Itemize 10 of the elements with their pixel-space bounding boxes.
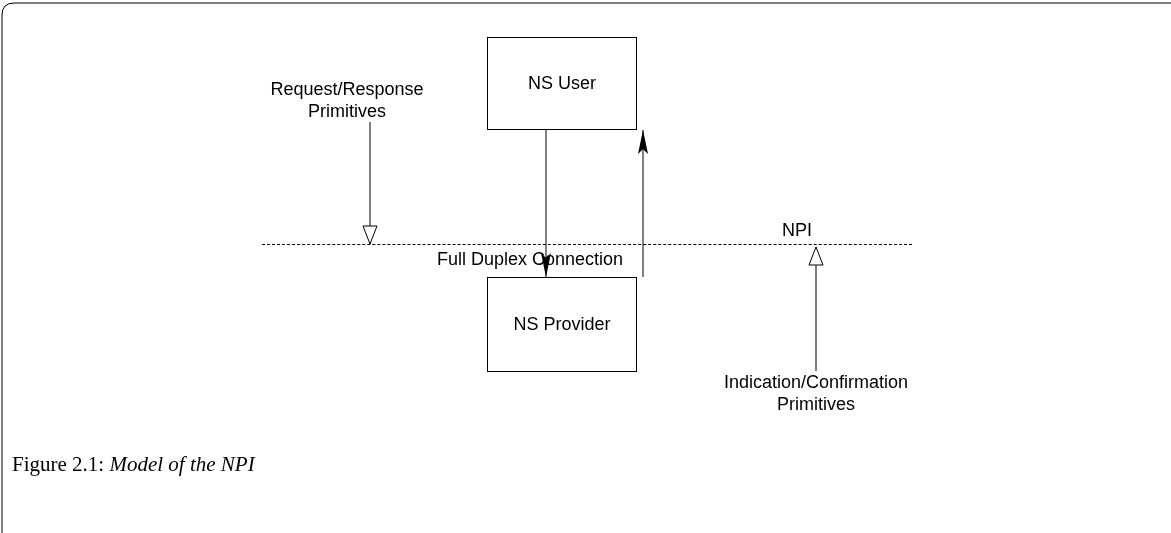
figure-caption: Figure 2.1: Model of the NPI	[12, 452, 255, 477]
arrow	[362, 121, 378, 245]
annotation-text: Request/Response Primitives	[262, 78, 432, 122]
arrow	[808, 246, 824, 372]
process-box: NS Provider	[487, 277, 637, 372]
arrow	[541, 129, 551, 278]
process-box: NS User	[487, 37, 637, 130]
interface-label: NPI	[782, 220, 812, 241]
annotation-text: Indication/Confirmation Primitives	[706, 371, 926, 415]
arrow	[638, 129, 648, 278]
